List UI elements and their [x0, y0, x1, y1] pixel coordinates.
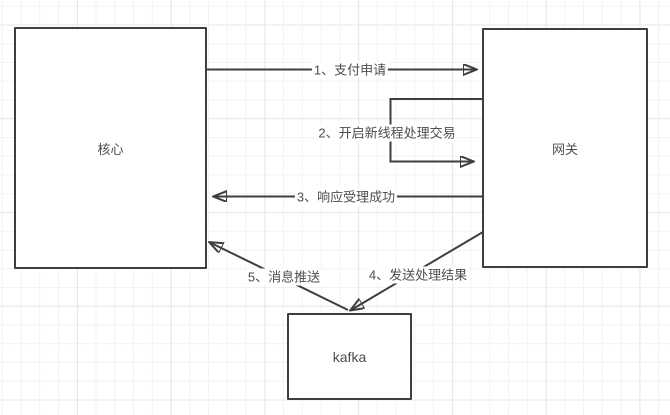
node-core[interactable]: 核心	[14, 27, 207, 269]
edge-label-accept-success[interactable]: 3、响应受理成功	[294, 188, 398, 206]
node-core-label: 核心	[97, 141, 124, 157]
edge-label-new-thread[interactable]: 2、开启新线程处理交易	[316, 124, 458, 142]
node-gateway[interactable]: 网关	[482, 28, 648, 268]
edge-label-payment-request[interactable]: 1、支付申请	[311, 61, 389, 79]
node-gateway-label: 网关	[551, 141, 578, 157]
node-kafka[interactable]: kafka	[287, 313, 412, 400]
node-kafka-label: kafka	[332, 348, 367, 365]
edge-label-message-push[interactable]: 5、消息推送	[245, 268, 323, 286]
edge-label-send-result[interactable]: 4、发送处理结果	[366, 266, 470, 284]
